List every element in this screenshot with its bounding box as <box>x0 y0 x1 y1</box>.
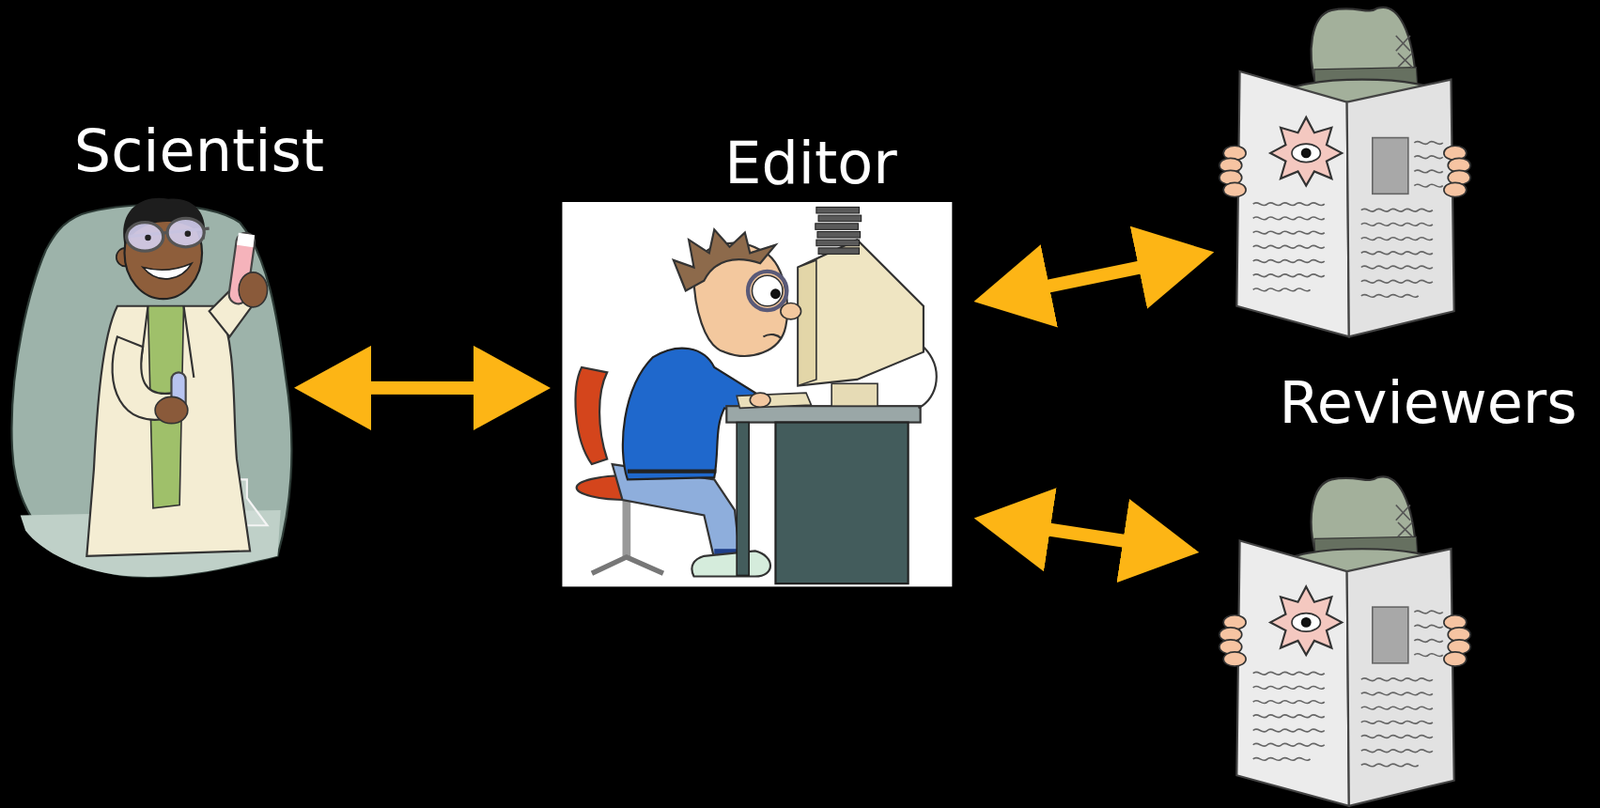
scientist-illustration-part <box>167 217 204 247</box>
scientist-illustration-part <box>185 230 192 237</box>
node-heading: Reviewers <box>1278 373 1577 433</box>
editor-illustration-part <box>815 206 862 254</box>
reviewer-illustration-part <box>1291 143 1321 163</box>
reviewer-illustration-part-part <box>1361 265 1433 269</box>
scientist-illustration <box>12 198 293 577</box>
illustration-group <box>12 7 1472 807</box>
scientist-illustration-part <box>86 306 250 557</box>
reviewer-illustration-part-part <box>1253 245 1325 249</box>
editor-illustration-part-part <box>817 231 861 238</box>
editor-illustration-part <box>691 550 771 576</box>
reviewer-illustration-part-part <box>1253 202 1325 206</box>
editor-illustration-part <box>749 392 771 407</box>
reviewer-illustration-part-part <box>1253 259 1325 263</box>
editor-illustration-part <box>726 405 920 422</box>
editor-illustration-part <box>775 422 908 585</box>
reviewer-illustration-part <box>1270 117 1342 187</box>
editor-illustration-part <box>575 367 608 465</box>
editor-illustration-part <box>770 288 781 299</box>
double-arrow <box>1010 259 1178 295</box>
reviewer-illustration-part <box>1347 79 1455 338</box>
reviewer-illustration-part-part <box>1361 251 1433 255</box>
reviewer-illustration-part-part <box>1253 288 1311 292</box>
editor-illustration-part <box>751 275 783 307</box>
reviewer-illustration <box>1219 7 1471 338</box>
editor-illustration-part <box>780 303 802 320</box>
editor-illustration-part <box>917 346 936 408</box>
reviewer-illustration-part-part <box>1223 182 1246 197</box>
reviewer-illustration-part-part <box>1413 184 1443 187</box>
illustration-node <box>1224 474 1464 808</box>
reviewer-illustration-part-part <box>1413 140 1443 144</box>
reviewer-illustration-part-part <box>1253 231 1325 234</box>
scientist-illustration-part <box>236 233 255 248</box>
reviewer-illustration-part-part <box>1361 294 1419 297</box>
editor-illustration-part-part <box>815 223 859 231</box>
illustration-node: Scientist <box>10 193 296 577</box>
scientist-illustration-part <box>142 263 192 280</box>
reviewer-illustration-part-part <box>1413 170 1443 173</box>
reviewer-illustration-part-part <box>1361 222 1433 226</box>
editor-illustration-part <box>622 497 632 558</box>
editor-illustration-part-part <box>818 215 862 222</box>
reviewer-illustration-part-part <box>1444 182 1467 197</box>
double-arrow <box>1010 524 1162 547</box>
reviewer-illustration-part-part <box>1361 208 1433 212</box>
editor-illustration-part-part <box>816 206 860 214</box>
reviewer-illustration-part-part <box>1253 217 1325 220</box>
reviewer-illustration-part <box>1301 147 1312 158</box>
scientist-illustration-part <box>126 222 164 251</box>
reviewer-illustration-part-part <box>1413 155 1443 159</box>
editor-illustration-part <box>831 383 878 406</box>
node-heading: Editor <box>724 134 898 193</box>
node-heading: Scientist <box>74 122 325 181</box>
reviewer-illustration-part <box>1236 71 1349 337</box>
editor-illustration-part <box>736 422 749 576</box>
reviewer-illustration <box>1219 476 1471 807</box>
reviewer-illustration-part-part <box>1361 237 1433 241</box>
editor-illustration-part <box>797 239 924 386</box>
editor-illustration-part <box>673 229 777 291</box>
editor-illustration-part <box>797 260 817 387</box>
reviewer-illustration-part <box>1396 35 1413 68</box>
editor-illustration-part <box>736 392 811 408</box>
reviewer-illustration-part <box>1253 140 1444 297</box>
illustration-node: Editor <box>561 201 952 587</box>
reviewer-illustration-part-part <box>1361 279 1433 283</box>
editor-illustration-part <box>762 334 782 340</box>
double-arrow <box>331 381 513 395</box>
editor-illustration-part <box>627 469 716 474</box>
scientist-illustration-part <box>144 234 152 242</box>
reviewer-illustration-part <box>1219 145 1471 197</box>
reviewer-illustration-part-part <box>1253 274 1325 278</box>
scientist-illustration-part <box>12 204 293 577</box>
editor-illustration-part <box>747 271 787 311</box>
reviewer-illustration-part <box>1372 138 1409 195</box>
editor-illustration-part <box>591 557 664 574</box>
scientist-illustration-part <box>155 396 188 423</box>
illustration-node: Reviewers <box>1224 4 1464 342</box>
editor-illustration-part <box>561 201 952 587</box>
editor-illustration-part-part <box>818 248 859 255</box>
editor-illustration-part-part <box>816 239 860 247</box>
editor-illustration <box>561 201 952 587</box>
scientist-illustration-part <box>238 272 267 308</box>
